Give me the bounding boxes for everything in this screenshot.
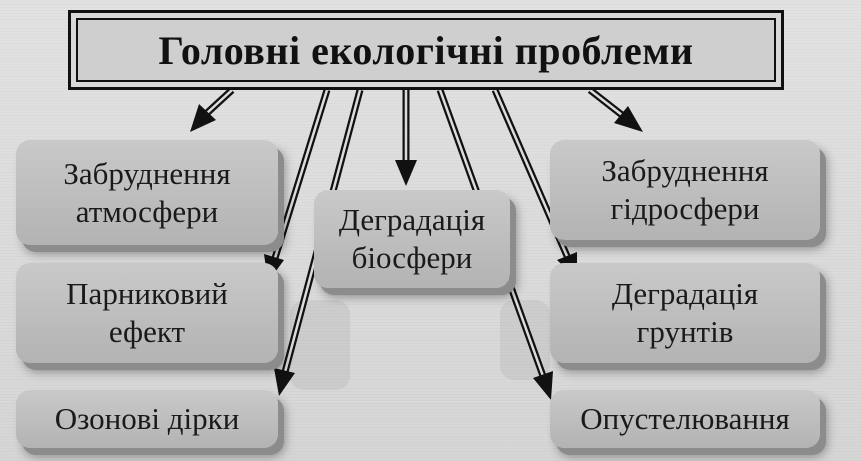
- node-desertification: Опустелювання: [550, 390, 820, 448]
- diagram-title-inner: Головні екологічні проблеми: [76, 18, 776, 82]
- node-label-line: ефект: [108, 314, 186, 349]
- node-label-line: грунтів: [636, 314, 734, 349]
- arrow-to-atmosphere: [190, 87, 235, 132]
- diagram-title: Головні екологічні проблеми: [158, 27, 694, 73]
- node-biosphere-degradation: Деградація біосфери: [314, 190, 510, 288]
- node-label-line: біосфери: [351, 240, 473, 275]
- node-greenhouse-effect: Парниковий ефект: [16, 263, 278, 363]
- node-label-line: Забруднення: [601, 153, 769, 189]
- node-label-line: Озонові дірки: [54, 401, 240, 437]
- node-label-line: Деградація: [338, 202, 486, 238]
- node-label-line: Деградація: [611, 276, 759, 312]
- node-ozone-holes: Озонові дірки: [16, 390, 278, 448]
- arrow-to-hydrosphere: [587, 87, 643, 132]
- node-soil-degradation: Деградація грунтів: [550, 263, 820, 363]
- node-atmosphere-pollution: Забруднення атмосфери: [16, 140, 278, 245]
- node-hydrosphere-pollution: Забруднення гідросфери: [550, 140, 820, 240]
- node-label-line: Забруднення: [63, 155, 231, 191]
- node-label-line: Парниковий: [66, 276, 228, 312]
- node-label-line: гідросфери: [610, 191, 760, 226]
- diagram-title-frame: Головні екологічні проблеми: [68, 10, 784, 90]
- node-label-line: Опустелювання: [580, 401, 790, 437]
- arrow-to-biosphere: [395, 90, 417, 186]
- node-label-line: атмосфери: [75, 193, 219, 229]
